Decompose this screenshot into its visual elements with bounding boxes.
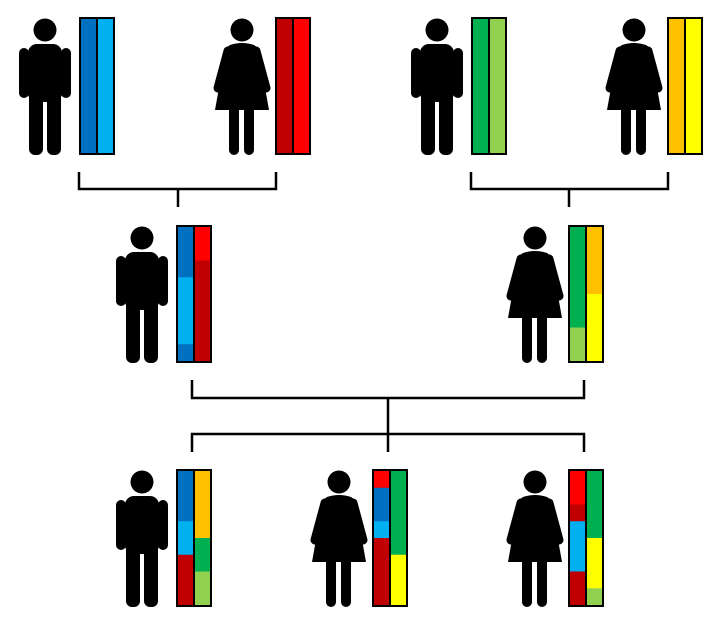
chromosome-pair <box>667 17 703 155</box>
chromosome-strand <box>686 19 701 154</box>
chromosome-strand <box>391 471 406 606</box>
chromosome-segment-red <box>195 227 210 261</box>
chromosome-pair <box>471 17 507 155</box>
chromosome-segment-light-green <box>490 19 505 154</box>
male-figure-icon <box>116 470 168 607</box>
chromosome-segment-orange <box>669 19 684 154</box>
chromosome-pair <box>176 469 212 607</box>
chromosome-segment-red <box>374 471 389 489</box>
chromosome-segment-dark-blue <box>81 19 96 154</box>
chromosome-segment-red <box>294 19 309 154</box>
chromosome-segment-dark-blue <box>178 471 193 522</box>
chromosome-segment-dark-red <box>178 554 193 606</box>
chromosome-pair <box>79 17 115 155</box>
chromosome-strand <box>294 19 309 154</box>
chromosome-segment-light-blue <box>570 521 585 572</box>
chromosome-pair <box>275 17 311 155</box>
chromosome-strand <box>178 471 193 606</box>
chromosome-strand <box>570 471 585 606</box>
chromosome-segment-yellow <box>686 19 701 154</box>
person-male <box>411 17 507 155</box>
chromosome-strand <box>490 19 505 154</box>
connector-line <box>190 380 586 400</box>
chromosome-strand <box>587 227 602 362</box>
chromosome-strand <box>81 19 96 154</box>
male-figure-icon <box>116 226 168 363</box>
chromosome-strand <box>669 19 684 154</box>
female-figure-icon <box>605 18 663 155</box>
female-figure-icon <box>213 18 271 155</box>
chromosome-segment-light-blue <box>178 521 193 556</box>
person-male <box>116 225 212 363</box>
generation-children <box>116 469 604 607</box>
chromosome-segment-yellow <box>587 294 602 362</box>
chromosome-segment-orange <box>195 471 210 539</box>
chromosome-strand <box>98 19 113 154</box>
chromosome-segment-red <box>570 471 585 505</box>
chromosome-segment-dark-blue <box>374 487 389 522</box>
chromosome-segment-light-blue <box>178 277 193 345</box>
generation-parents <box>116 225 604 363</box>
connector-line <box>469 172 670 191</box>
male-figure-icon <box>411 18 463 155</box>
chromosome-segment-dark-red <box>570 571 585 606</box>
chromosome-strand <box>570 227 585 362</box>
chromosome-pair <box>176 225 212 363</box>
male-figure-icon <box>19 18 71 155</box>
chromosome-segment-orange <box>587 227 602 295</box>
person-female <box>213 17 311 155</box>
chromosome-segment-dark-red <box>570 504 585 522</box>
chromosome-segment-yellow <box>391 554 406 606</box>
chromosome-segment-light-green <box>195 571 210 606</box>
chromosome-segment-light-green <box>570 327 585 362</box>
person-female <box>310 469 408 607</box>
chromosome-strand <box>374 471 389 606</box>
chromosome-strand <box>195 471 210 606</box>
person-female <box>506 469 604 607</box>
chromosome-segment-dark-red <box>374 538 389 606</box>
female-figure-icon <box>506 226 564 363</box>
connector-line <box>77 172 278 191</box>
chromosome-segment-green <box>587 471 602 539</box>
chromosome-segment-green <box>473 19 488 154</box>
chromosome-strand <box>195 227 210 362</box>
chromosome-segment-green <box>391 471 406 556</box>
female-figure-icon <box>310 470 368 607</box>
chromosome-pair <box>372 469 408 607</box>
female-figure-icon <box>506 470 564 607</box>
chromosome-strand <box>473 19 488 154</box>
person-male <box>19 17 115 155</box>
chromosome-strand <box>587 471 602 606</box>
person-female <box>506 225 604 363</box>
chromosome-segment-dark-blue <box>178 227 193 278</box>
chromosome-segment-yellow <box>587 538 602 589</box>
person-male <box>116 469 212 607</box>
person-female <box>605 17 703 155</box>
lineage-connectors <box>77 172 670 452</box>
chromosome-segment-dark-red <box>277 19 292 154</box>
chromosome-strand <box>277 19 292 154</box>
chromosome-segment-light-blue <box>98 19 113 154</box>
chromosome-segment-light-green <box>587 588 602 606</box>
generation-grandparents <box>19 17 703 155</box>
chromosome-pair <box>568 225 604 363</box>
chromosome-segment-green <box>195 538 210 572</box>
chromosome-segment-light-blue <box>374 521 389 539</box>
chromosome-segment-dark-red <box>195 260 210 362</box>
chromosome-strand <box>178 227 193 362</box>
chromosome-segment-dark-blue <box>178 344 193 362</box>
chromosome-segment-green <box>570 227 585 328</box>
chromosome-pair <box>568 469 604 607</box>
